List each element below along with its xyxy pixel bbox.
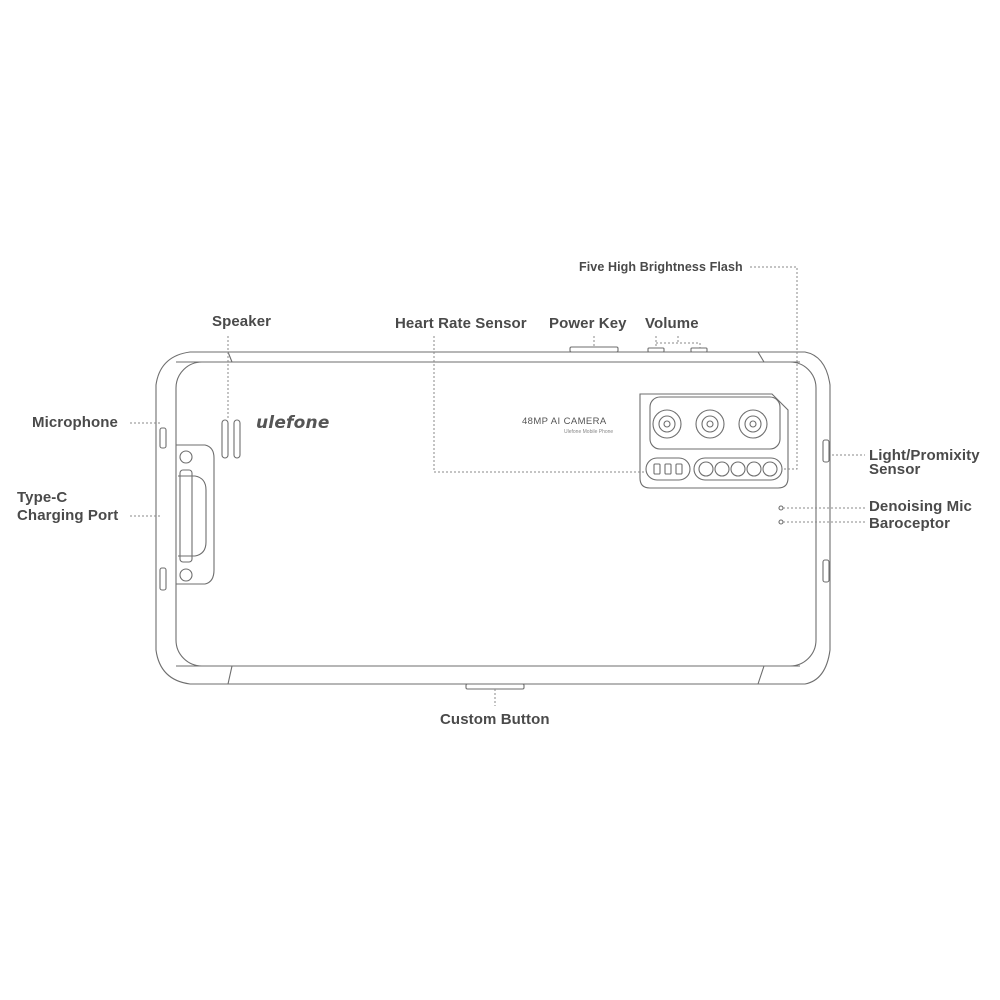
label-five-high-brightness-flash: Five High Brightness Flash xyxy=(579,260,743,274)
volume-key-1 xyxy=(647,347,665,353)
camera-module xyxy=(639,393,789,489)
type-c-port-cover xyxy=(178,475,207,557)
label-type-c-line1: Type-C xyxy=(17,489,68,506)
label-denoising-mic: Denoising Mic xyxy=(869,498,972,515)
screw-top xyxy=(179,450,193,464)
brand-logo: ulefone xyxy=(256,413,330,433)
phone-back-panel xyxy=(175,361,817,667)
leader-volume xyxy=(655,336,701,348)
screw-bottom xyxy=(179,568,193,582)
label-volume: Volume xyxy=(645,315,699,332)
camera-lens-2 xyxy=(695,409,725,439)
custom-button xyxy=(465,683,525,690)
label-type-c-line2: Charging Port xyxy=(17,507,119,524)
power-key xyxy=(569,346,619,353)
camera-title: 48MP AI CAMERA xyxy=(522,416,607,427)
leader-flash xyxy=(750,266,798,470)
volume-key-2 xyxy=(690,347,708,353)
label-light-proximity-line1: Light/Promixity xyxy=(869,447,980,464)
label-light-proximity-line2: Sensor xyxy=(869,461,921,478)
speaker-slot-1 xyxy=(221,419,229,459)
baroceptor-hole xyxy=(778,519,784,525)
speaker-slot-2 xyxy=(233,419,241,459)
heart-rate-sensor xyxy=(645,457,691,481)
camera-lens-1 xyxy=(652,409,682,439)
camera-subtitle: Ulefone Mobile Phone xyxy=(564,429,614,435)
leader-heart-rate xyxy=(433,336,646,473)
denoising-mic-hole xyxy=(778,505,784,511)
phone-outer-frame xyxy=(155,351,831,685)
label-heart-rate-sensor: Heart Rate Sensor xyxy=(395,315,527,332)
label-baroceptor: Baroceptor xyxy=(869,515,951,532)
label-custom-button: Custom Button xyxy=(440,711,550,728)
label-speaker: Speaker xyxy=(212,313,272,330)
label-power-key: Power Key xyxy=(549,315,627,332)
flash-array xyxy=(693,457,783,481)
camera-lens-3 xyxy=(738,409,768,439)
label-microphone: Microphone xyxy=(32,414,118,431)
left-side-cover xyxy=(176,444,215,585)
